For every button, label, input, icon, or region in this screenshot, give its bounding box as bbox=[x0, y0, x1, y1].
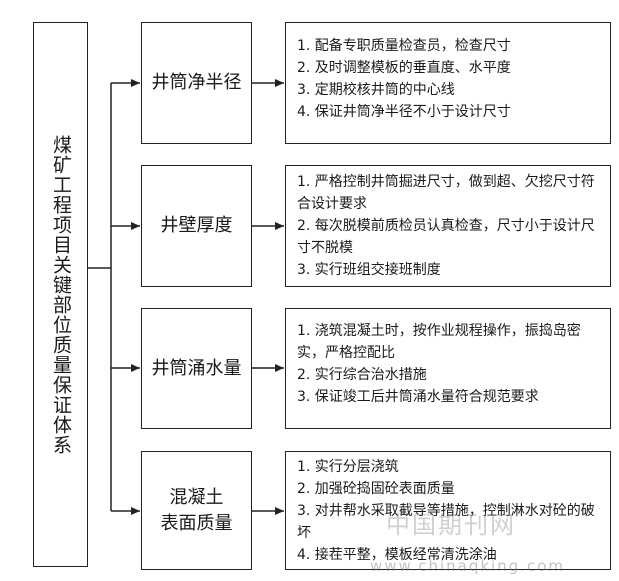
branch-4-label-line-1: 混凝土 bbox=[169, 486, 224, 508]
branch-3-label: 井筒涌水量 bbox=[151, 357, 242, 379]
branch-node-4: 混凝土 表面质量 bbox=[141, 451, 252, 570]
detail-3-item-1: 1. 浇筑混凝土时，按作业规程操作，振捣岛密实，严格控配比 bbox=[297, 323, 581, 361]
branch-node-3: 井筒涌水量 bbox=[141, 308, 252, 429]
detail-2-item-2: 2. 每次脱模前质检员认真检查，尺寸小于设计尺寸不脱模 bbox=[297, 218, 595, 256]
branch-1-label: 井筒净半径 bbox=[151, 72, 242, 93]
detail-2-item-1: 1. 严格控制井筒掘进尺寸，做到超、欠挖尺寸符合设计要求 bbox=[297, 174, 595, 212]
detail-4-item-1: 1. 实行分层浇筑 bbox=[297, 459, 399, 475]
branch-2-label: 井壁厚度 bbox=[160, 215, 233, 236]
detail-4-item-3: 3. 对井帮水采取截导等措施，控制淋水对砼的破坏 bbox=[297, 503, 595, 541]
detail-1-item-1: 1. 配备专职质量检查员，检查尺寸 bbox=[297, 38, 511, 54]
branch-node-1: 井筒净半径 bbox=[141, 22, 252, 144]
detail-node-4: 1. 实行分层浇筑 2. 加强砼捣固砼表面质量 3. 对井帮水采取截导等措施，控… bbox=[285, 451, 611, 570]
detail-3-item-3: 3. 保证竣工后井筒涌水量符合规范要求 bbox=[297, 389, 539, 405]
detail-2-item-3: 3. 实行班组交接班制度 bbox=[297, 262, 441, 278]
detail-node-3: 1. 浇筑混凝土时，按作业规程操作，振捣岛密实，严格控配比 2. 实行综合治水措… bbox=[285, 308, 611, 429]
detail-4-item-2: 2. 加强砼捣固砼表面质量 bbox=[297, 481, 455, 497]
branch-node-2: 井壁厚度 bbox=[141, 165, 252, 287]
detail-node-1: 1. 配备专职质量检查员，检查尺寸 2. 及时调整模板的垂直度、水平度 3. 定… bbox=[285, 22, 611, 144]
detail-4-item-4: 4. 接茬平整，模板经常清洗涂油 bbox=[297, 547, 497, 563]
detail-1-item-4: 4. 保证井筒净半径不小于设计尺寸 bbox=[297, 104, 511, 120]
root-node: 煤矿工程项目关键部位质量保证体系 bbox=[33, 22, 88, 567]
branch-4-label-line-2: 表面质量 bbox=[160, 512, 233, 534]
detail-1-item-2: 2. 及时调整模板的垂直度、水平度 bbox=[297, 60, 511, 76]
detail-node-2: 1. 严格控制井筒掘进尺寸，做到超、欠挖尺寸符合设计要求 2. 每次脱模前质检员… bbox=[285, 165, 611, 287]
detail-3-item-2: 2. 实行综合治水措施 bbox=[297, 367, 427, 383]
detail-1-item-3: 3. 定期校核井筒的中心线 bbox=[297, 82, 455, 98]
root-label: 煤矿工程项目关键部位质量保证体系 bbox=[50, 134, 72, 455]
